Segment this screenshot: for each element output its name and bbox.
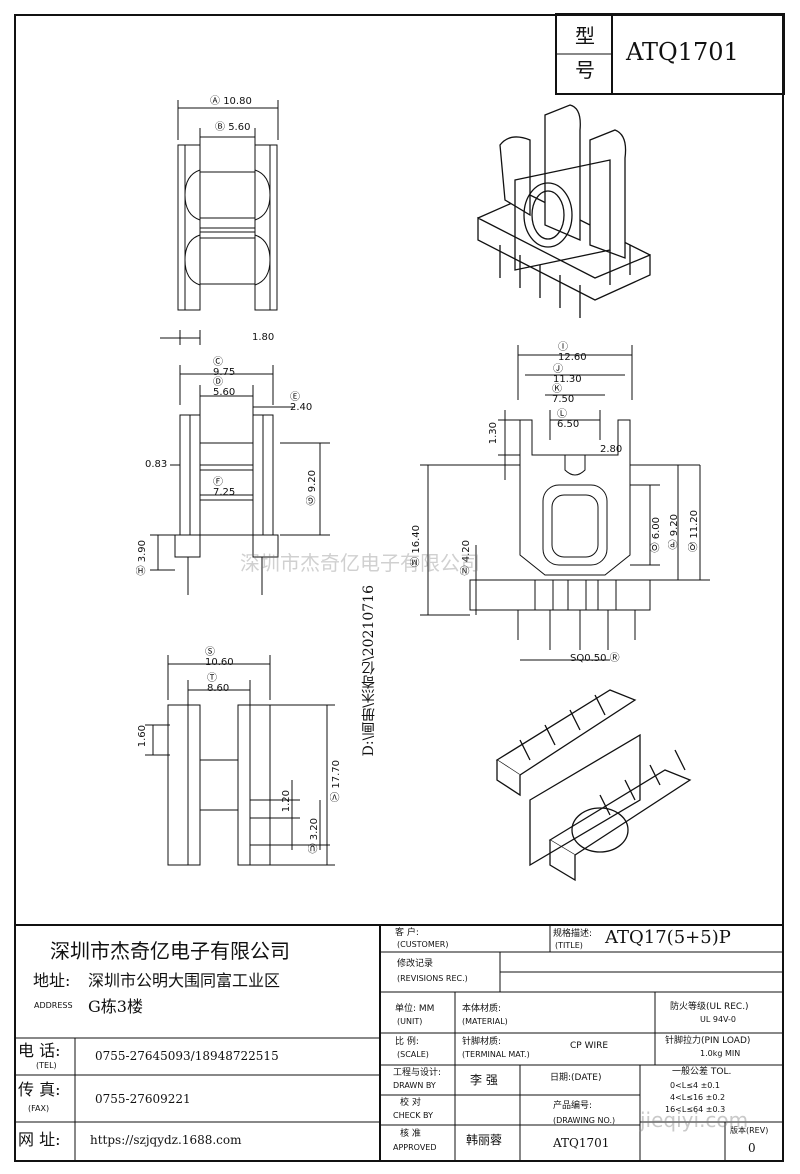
flame-value: UL 94V-0	[700, 1015, 737, 1024]
model-label-2: 号	[575, 58, 595, 82]
pin-load-value: 1.0kg MIN	[700, 1049, 741, 1058]
title-value: ATQ17(5+5)P	[605, 927, 731, 948]
dim-a: Ⓐ 10.80	[210, 96, 252, 107]
drawn-value: 李 强	[470, 1073, 498, 1087]
web-label: 网 址:	[18, 1130, 61, 1149]
terminal-label-en: (TERMINAL MAT.)	[462, 1050, 530, 1059]
address-label: 地址:	[33, 971, 71, 990]
address-line1: 深圳市公明大围同富工业区	[88, 971, 281, 990]
revisions-label-en: (REVISIONS REC.)	[397, 974, 468, 983]
model-value: ATQ1701	[626, 38, 739, 66]
rev-label: 版本(REV)	[730, 1126, 769, 1135]
check-label-en: CHECK BY	[393, 1111, 433, 1120]
terminal-value: CP WIRE	[570, 1041, 609, 1051]
approved-label: 核 准	[400, 1129, 421, 1139]
dim-r: SQ0.50 Ⓡ	[570, 653, 620, 664]
address-line2: G栋3楼	[88, 997, 143, 1016]
drawing-frame	[14, 14, 784, 1162]
unit-label: 单位: MM	[395, 1004, 435, 1014]
fax-label: 传 真:	[18, 1080, 61, 1099]
tol-1: 0<L≤4 ±0.1	[670, 1081, 721, 1090]
watermark: 深圳市杰奇亿电子有限公司	[240, 551, 480, 575]
drawn-label: 工程与设计:	[393, 1068, 442, 1078]
tol-3: 16<L≤64 ±0.3	[665, 1105, 726, 1114]
date-label: 日期:(DATE)	[550, 1073, 602, 1083]
drawn-label-en: DRAWN BY	[393, 1081, 436, 1090]
scale-label: 比 例:	[395, 1037, 419, 1047]
fax-value: 0755-27609221	[95, 1092, 191, 1106]
tel-label-en: (TEL)	[36, 1061, 57, 1070]
part-label: 产品编号:	[553, 1101, 593, 1111]
part-label-en: (DRAWING NO.)	[553, 1116, 616, 1125]
scale-label-en: (SCALE)	[397, 1050, 429, 1059]
fax-label-en: (FAX)	[28, 1104, 50, 1113]
address-label-en: ADDRESS	[34, 1001, 73, 1010]
company-name: 深圳市杰奇亿电子有限公司	[50, 939, 290, 963]
approved-label-en: APPROVED	[393, 1143, 437, 1152]
tol-2: 4<L≤16 ±0.2	[670, 1093, 726, 1102]
check-label: 校 对	[400, 1098, 421, 1108]
dim-0-83: 0.83	[145, 459, 168, 470]
revisions-label: 修改记录	[397, 959, 434, 969]
tel-label: 电 话:	[18, 1041, 61, 1060]
title-label-en: (TITLE)	[555, 941, 583, 950]
material-label-en: (MATERIAL)	[462, 1017, 508, 1026]
pin-load-label: 针脚拉力(PIN LOAD)	[665, 1036, 751, 1046]
flame-label: 防火等级(UL REC.)	[670, 1002, 749, 1012]
dim-b: Ⓑ 5.60	[215, 122, 251, 133]
web-value: https://szjqydz.1688.com	[90, 1133, 242, 1147]
dim-1-80: 1.80	[252, 332, 275, 343]
terminal-label: 针脚材质:	[462, 1037, 502, 1047]
tol-label: 一般公差 TOL.	[672, 1067, 732, 1077]
corner-watermark: jieqiyi.com	[640, 1108, 749, 1132]
tel-value: 0755-27645093/18948722515	[95, 1049, 279, 1063]
material-label: 本体材质:	[462, 1004, 502, 1014]
unit-label-en: (UNIT)	[397, 1017, 423, 1026]
approved-value: 韩丽蓉	[466, 1133, 503, 1147]
title-label: 规格描述:	[553, 929, 593, 939]
rev-value: 0	[748, 1141, 756, 1155]
part-value: ATQ1701	[553, 1136, 610, 1150]
dim-2-80: 2.80	[600, 444, 623, 455]
customer-label-en: (CUSTOMER)	[397, 940, 449, 949]
model-label-1: 型	[575, 24, 595, 48]
customer-label: 客 户:	[395, 928, 419, 938]
